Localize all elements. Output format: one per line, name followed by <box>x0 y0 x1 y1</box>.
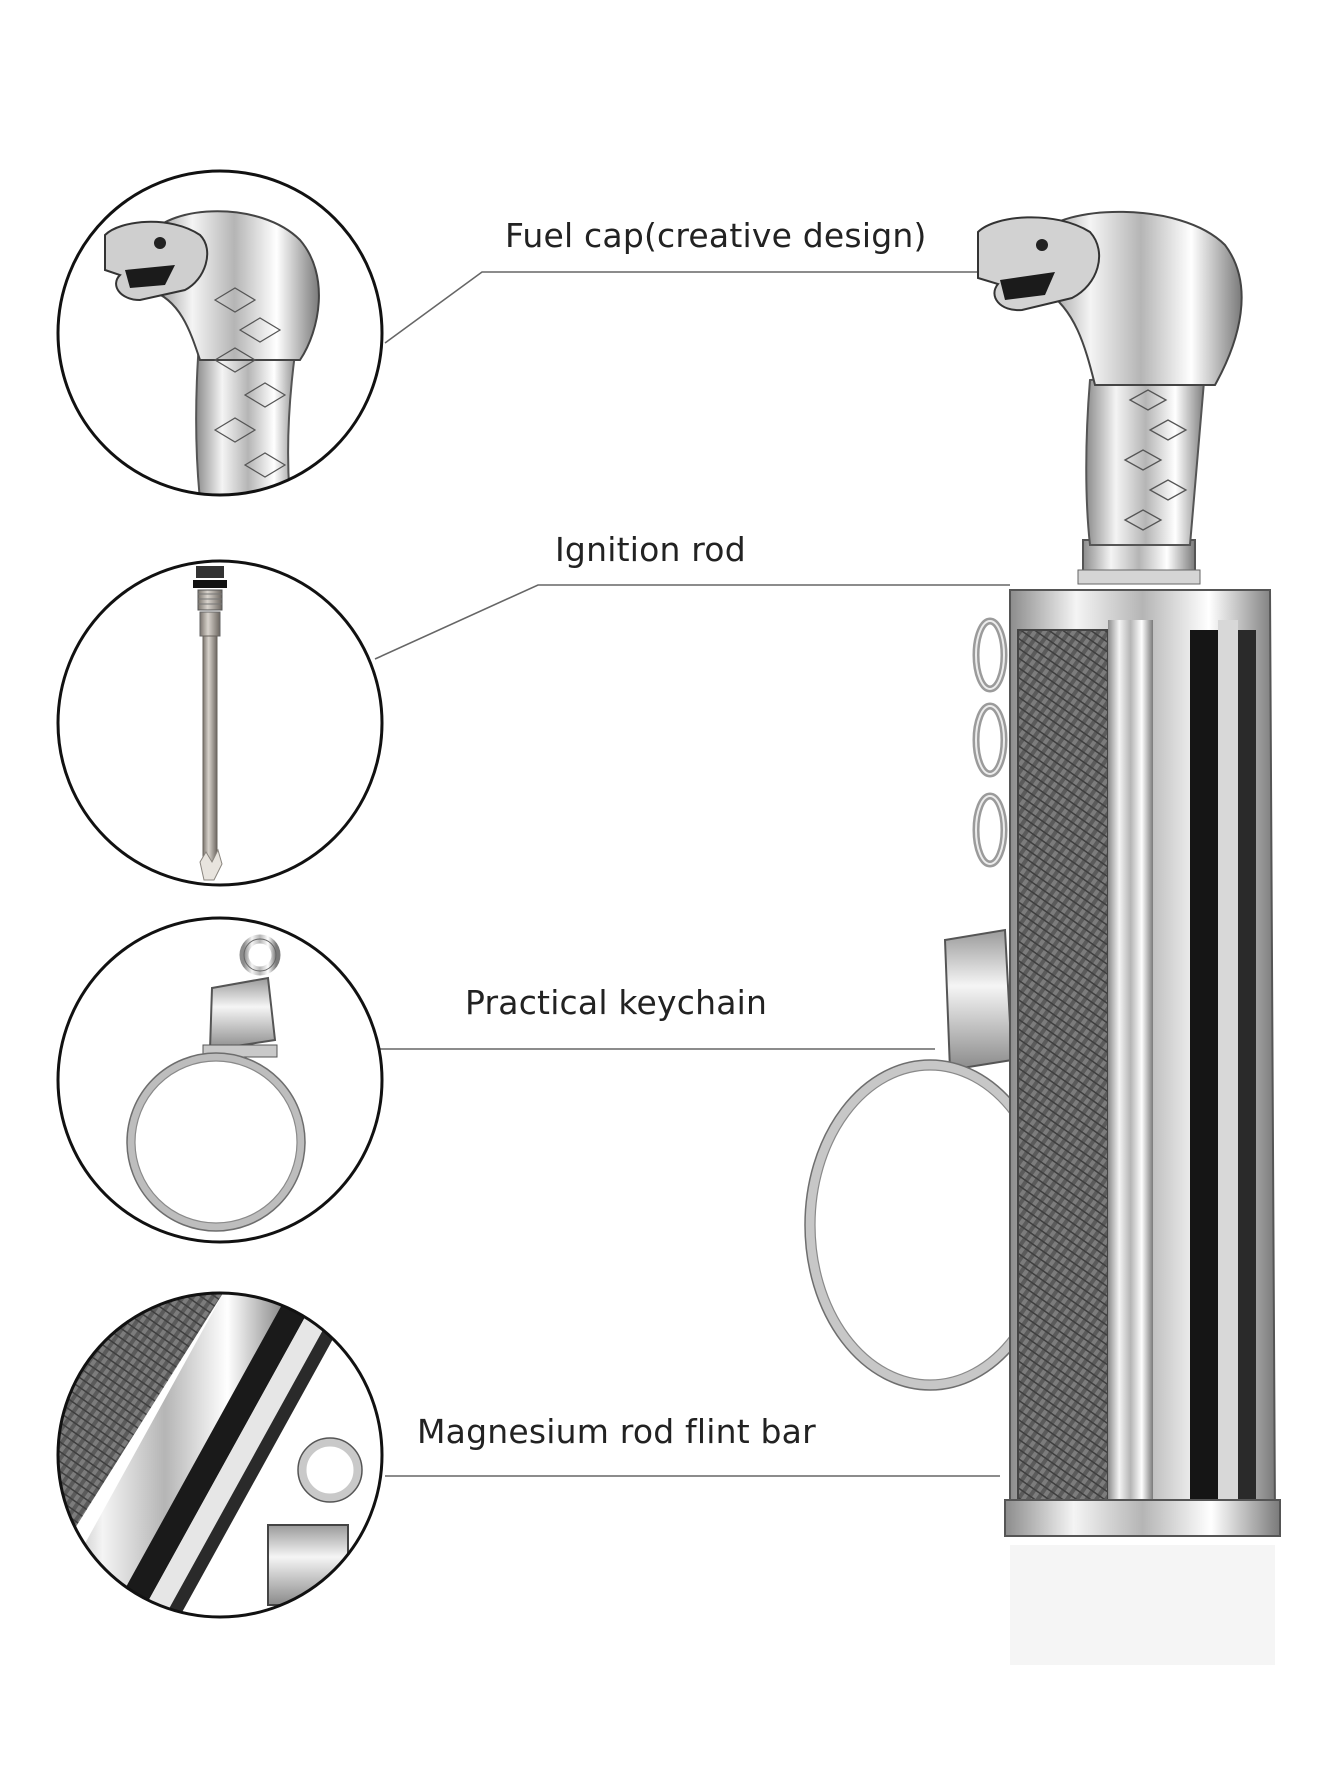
detail-keyring-icon <box>56 916 384 1244</box>
detail-ignition-rod-icon <box>56 559 384 887</box>
detail-flint-bar-closeup-icon <box>56 1291 384 1619</box>
keychain-label: Practical keychain <box>465 983 768 1022</box>
leader-line-fuel-cap <box>384 271 983 344</box>
fuel-cap-label: Fuel cap(creative design) <box>505 216 927 255</box>
detail-cobra-head-icon <box>56 169 384 497</box>
leader-line-ignition <box>374 584 1010 660</box>
leader-lines <box>374 271 1010 1477</box>
ignition-rod-label: Ignition rod <box>555 530 746 569</box>
magnesium-rod-label: Magnesium rod flint bar <box>417 1412 816 1451</box>
product-cobra-lighter-icon <box>804 210 1281 1665</box>
